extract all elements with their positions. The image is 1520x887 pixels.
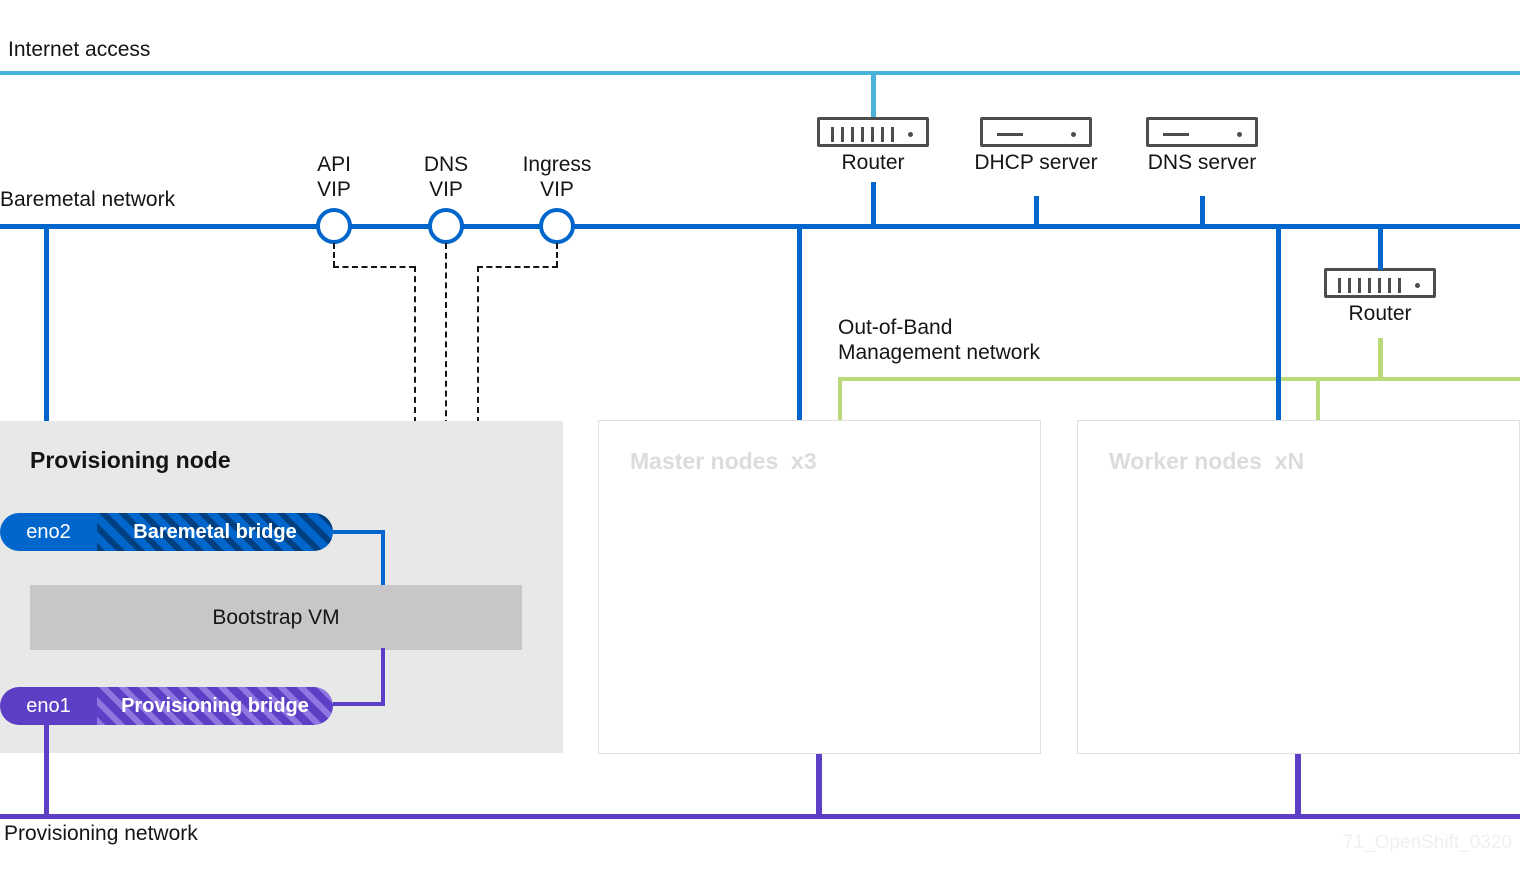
oob-to-worker-nodes-link xyxy=(1316,377,1320,421)
provisioning-network-line xyxy=(0,814,1520,819)
worker-nodes-box[interactable]: Worker nodes xN xyxy=(1077,420,1520,754)
router-oob[interactable]: Router xyxy=(1324,268,1436,325)
provisioning-network-label: Provisioning network xyxy=(4,822,198,845)
baremetal-bridge-to-bootstrap-link xyxy=(333,530,385,588)
api-vip-node[interactable] xyxy=(316,208,352,244)
dns-server-label: DNS server xyxy=(1147,151,1257,174)
ingress-vip-label: Ingress VIP xyxy=(522,153,592,201)
worker-nodes-label: Worker nodes xN xyxy=(1109,448,1305,474)
api-vip-dash-vertical xyxy=(414,266,416,554)
server-icon xyxy=(1146,117,1258,147)
master-nodes-to-provisioning-network-link xyxy=(816,754,822,816)
ingress-vip-node[interactable] xyxy=(539,208,575,244)
worker-nodes-to-provisioning-network-link xyxy=(1295,754,1301,816)
dns-vip-node[interactable] xyxy=(428,208,464,244)
dns-server-to-baremetal-link xyxy=(1200,196,1205,227)
baremetal-bridge-label: Baremetal bridge xyxy=(97,513,333,551)
baremetal-network-label: Baremetal network xyxy=(0,188,176,211)
dhcp-server-to-baremetal-link xyxy=(1034,196,1039,227)
baremetal-bridge[interactable]: eno2 Baremetal bridge xyxy=(0,513,333,551)
provisioning-bridge-label: Provisioning bridge xyxy=(97,687,333,725)
internet-access-label: Internet access xyxy=(8,38,151,61)
ingress-vip-dash-horizontal xyxy=(477,266,558,268)
router-internet-to-baremetal-link xyxy=(871,182,876,227)
router-oob-label: Router xyxy=(1348,302,1412,325)
baremetal-to-provisioning-node-link xyxy=(44,227,49,532)
ingress-vip-dash-vertical xyxy=(477,266,479,554)
internet-to-router-link xyxy=(871,71,876,119)
dhcp-server-label: DHCP server xyxy=(974,151,1098,174)
nic-eno1: eno1 xyxy=(0,687,97,725)
baremetal-network-line xyxy=(0,224,1520,229)
internet-access-line xyxy=(0,71,1520,75)
dhcp-server[interactable]: DHCP server xyxy=(974,117,1098,174)
dns-vip-dash-vertical xyxy=(445,243,447,554)
ingress-vip-dash-stub xyxy=(556,243,558,267)
server-icon xyxy=(980,117,1092,147)
router-oob-to-oob-link xyxy=(1378,338,1383,380)
router-icon xyxy=(1324,268,1436,298)
oob-management-network-label: Out-of-Band Management network xyxy=(838,316,1040,364)
oob-management-network-line xyxy=(838,377,1520,381)
router-internet-label: Router xyxy=(841,151,905,174)
oob-to-master-nodes-link xyxy=(838,377,842,421)
router-internet[interactable]: Router xyxy=(817,117,929,174)
bootstrap-vm: Bootstrap VM xyxy=(30,585,522,650)
bootstrap-to-provisioning-bridge-link xyxy=(333,648,385,706)
provisioning-node-to-provisioning-network-link xyxy=(44,725,49,817)
baremetal-to-worker-nodes-link xyxy=(1276,227,1281,421)
dns-vip-label: DNS VIP xyxy=(423,153,469,201)
baremetal-to-master-nodes-link xyxy=(797,227,802,421)
api-vip-dash-horizontal xyxy=(333,266,415,268)
master-nodes-label: Master nodes x3 xyxy=(630,448,817,474)
router-icon xyxy=(817,117,929,147)
watermark: 71_OpenShift_0320 xyxy=(1342,832,1512,853)
nic-eno2: eno2 xyxy=(0,513,97,551)
dns-server[interactable]: DNS server xyxy=(1146,117,1258,174)
provisioning-bridge[interactable]: eno1 Provisioning bridge xyxy=(0,687,333,725)
router-oob-to-baremetal-link xyxy=(1378,227,1383,270)
api-vip-dash-stub xyxy=(333,243,335,267)
api-vip-label: API VIP xyxy=(317,153,351,201)
provisioning-node-title: Provisioning node xyxy=(30,447,231,473)
master-nodes-box[interactable]: Master nodes x3 xyxy=(598,420,1041,754)
